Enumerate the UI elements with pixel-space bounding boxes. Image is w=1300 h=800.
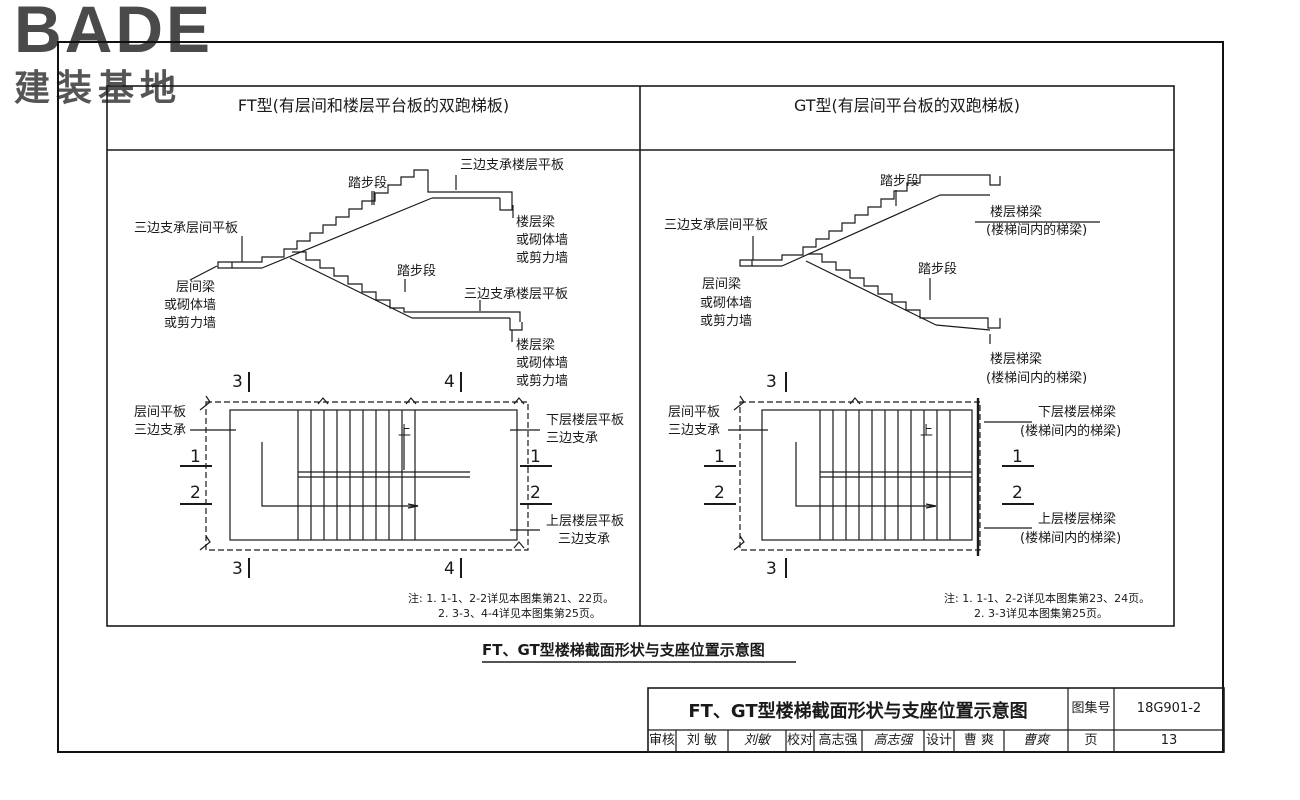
gt-plan-up-a: 上层楼层梯梁 — [1038, 512, 1117, 527]
ft-plan-up-b: 三边支承 — [558, 532, 611, 547]
page-number: 13 — [1160, 733, 1178, 748]
drawing-caption: FT、GT型楼梯截面形状与支座位置示意图 — [482, 641, 765, 659]
gt-tread-label-2: 踏步段 — [918, 262, 958, 277]
gt-tread-label-1: 踏步段 — [880, 174, 920, 189]
atlas-number-label: 图集号 — [1071, 701, 1111, 716]
checker-name: 高志强 — [818, 733, 858, 748]
gt-mid-beam-b: 或砌体墙 — [700, 296, 753, 311]
gt-floor-beam-2b: (楼梯间内的梯梁) — [986, 371, 1088, 386]
gt-upper-soffit — [781, 194, 941, 267]
ft-section-1-right: 1 — [530, 447, 541, 467]
gt-mid-landing — [739, 259, 753, 267]
ft-tread-label-2: 踏步段 — [397, 264, 437, 279]
ft-low-slab-label: 三边支承楼层平板 — [464, 287, 569, 302]
gt-mid-slab-label: 三边支承层间平板 — [664, 218, 769, 233]
gt-section-2-right: 2 — [1012, 483, 1023, 503]
ft-section-4-bottom: 4 — [444, 559, 455, 579]
ft-section-2-left: 2 — [190, 483, 201, 503]
gt-section-3-top: 3 — [766, 372, 777, 392]
designer-name: 曹 爽 — [963, 733, 995, 748]
brand-logo: BADE — [14, 0, 214, 66]
gt-mid-beam-c: 或剪力墙 — [700, 314, 753, 329]
gt-floor-beam-1b: (楼梯间内的梯梁) — [986, 223, 1088, 238]
ft-up-label: 上 — [398, 424, 412, 439]
designer-signature: 曹爽 — [1022, 733, 1049, 748]
ft-section-4-top: 4 — [444, 372, 455, 392]
ft-section-1-left: 1 — [190, 447, 201, 467]
ft-note-2: 2. 3-3、4-4详见本图集第25页。 — [438, 607, 601, 620]
gt-section-3-bottom: 3 — [766, 559, 777, 579]
ft-mid-beam-c: 或剪力墙 — [164, 316, 217, 331]
design-label: 设计 — [925, 733, 952, 748]
ft-plan-dashed — [205, 401, 529, 551]
gt-plan-mid-a: 层间平板 — [668, 405, 721, 420]
brand-logo-cn: 建装基地 — [14, 67, 183, 108]
ft-plan-low-a: 下层楼层平板 — [546, 413, 625, 428]
gt-lower-flight — [808, 253, 1001, 329]
ft-floor-beam-1a: 楼层梁 — [516, 215, 556, 230]
gt-floor-beam-2a: 楼层梯梁 — [990, 352, 1043, 367]
ft-note-1: 注: 1. 1-1、2-2详见本图集第21、22页。 — [408, 592, 615, 605]
gt-plan-low-b: (楼梯间内的梯梁) — [1020, 424, 1122, 439]
gt-plan-dashed — [739, 401, 981, 551]
title-block-title: FT、GT型楼梯截面形状与支座位置示意图 — [688, 701, 1028, 722]
gt-upper-flight — [752, 174, 1001, 261]
ft-floor-beam-1b: 或砌体墙 — [516, 233, 569, 248]
gt-plan-mid-b: 三边支承 — [668, 423, 721, 438]
checker-signature: 高志强 — [873, 733, 913, 748]
gt-floor-beam-1a: 楼层梯梁 — [990, 205, 1043, 220]
ft-floor-beam-2a: 楼层梁 — [516, 338, 556, 353]
ft-section-3-top: 3 — [232, 372, 243, 392]
reviewer-name: 刘 敏 — [686, 733, 718, 748]
check-label: 校对 — [786, 733, 813, 748]
ft-plan-outline — [229, 409, 518, 541]
ft-plan-treads — [297, 410, 416, 540]
ft-section-2-right: 2 — [530, 483, 541, 503]
title-block — [647, 687, 1225, 753]
gt-plan-low-a: 下层楼层梯梁 — [1038, 405, 1117, 420]
page-label: 页 — [1084, 733, 1098, 748]
gt-plan-up-b: (楼梯间内的梯梁) — [1020, 531, 1122, 546]
drawing-frame — [57, 41, 1224, 753]
gt-note-2: 2. 3-3详见本图集第25页。 — [974, 607, 1108, 620]
ft-mid-beam-a: 层间梁 — [176, 280, 216, 295]
ft-lower-flight — [292, 251, 521, 322]
gt-up-label: 上 — [920, 424, 934, 439]
gt-section-1-left: 1 — [714, 447, 725, 467]
ft-tread-label-1: 踏步段 — [348, 176, 388, 191]
atlas-number: 18G901-2 — [1136, 701, 1202, 716]
ft-plan-mid-b: 三边支承 — [134, 423, 187, 438]
ft-lower-soffit — [289, 257, 413, 319]
gt-plan-treads — [819, 410, 951, 540]
ft-top-slab-label: 三边支承楼层平板 — [460, 158, 565, 173]
ft-upper-flight — [232, 169, 513, 263]
gt-plan-outline — [761, 409, 973, 541]
ft-panel-title: FT型(有层间和楼层平台板的双跑梯板) — [237, 96, 510, 115]
ft-plan-mid-a: 层间平板 — [134, 405, 187, 420]
gt-section-2-left: 2 — [714, 483, 725, 503]
reviewer-signature: 刘敏 — [743, 733, 770, 748]
ft-section-3-bottom: 3 — [232, 559, 243, 579]
ft-plan-up-a: 上层楼层平板 — [546, 514, 625, 529]
gt-section-1-right: 1 — [1012, 447, 1023, 467]
ft-floor-beam-2b: 或砌体墙 — [516, 356, 569, 371]
ft-upper-soffit — [261, 197, 433, 269]
ft-floor-beam-1c: 或剪力墙 — [516, 251, 569, 266]
ft-floor-beam-2c: 或剪力墙 — [516, 374, 569, 389]
gt-lower-soffit — [805, 260, 937, 326]
ft-mid-beam-b: 或砌体墙 — [164, 298, 217, 313]
ft-plan-low-b: 三边支承 — [546, 431, 599, 446]
gt-mid-beam-a: 层间梁 — [702, 277, 742, 292]
gt-note-1: 注: 1. 1-1、2-2详见本图集第23、24页。 — [944, 592, 1151, 605]
ft-mid-landing — [217, 261, 233, 269]
ft-mid-slab-label: 三边支承层间平板 — [134, 221, 239, 236]
review-label: 审核 — [648, 733, 675, 748]
gt-panel-title: GT型(有层间平台板的双跑梯板) — [793, 96, 1021, 115]
